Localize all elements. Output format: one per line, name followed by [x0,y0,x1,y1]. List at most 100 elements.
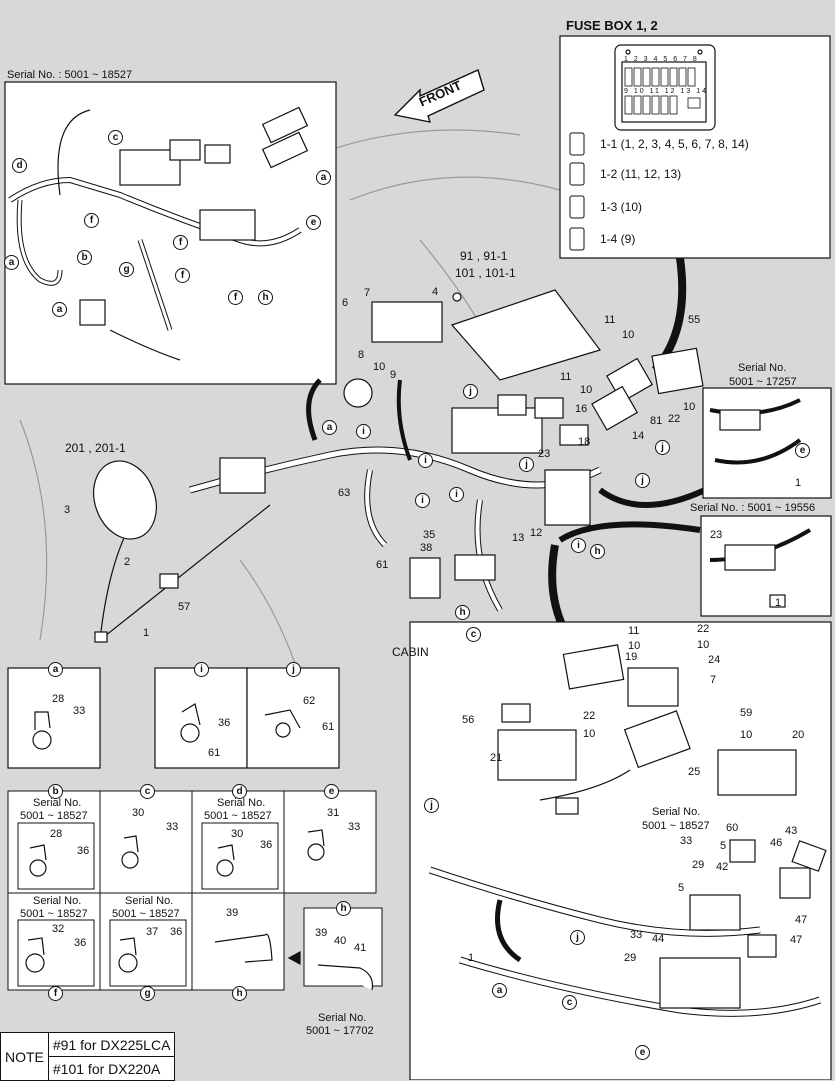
callout-j: j [570,930,585,945]
part-6: 6 [342,297,349,309]
fuse-bottom-numbers: 9 10 11 12 13 14 [624,88,709,95]
part-33: 33 [630,929,643,941]
part-60: 60 [726,822,739,834]
callout-h-box2: h [336,901,351,916]
part-35: 35 [423,529,436,541]
part-10: 10 [628,640,641,652]
part-63: 63 [338,487,351,499]
part-11: 11 [560,371,572,383]
callout-d: d [12,158,27,173]
serial-f-a: Serial No. [33,895,82,907]
part-5: 5 [720,840,727,852]
part-30: 30 [132,807,145,819]
part-36: 36 [170,926,183,938]
part-57: 57 [178,601,191,613]
fuse-box-title: FUSE BOX 1, 2 [566,18,658,33]
part-2: 2 [124,556,131,568]
part-1: 1 [795,477,802,489]
part-40: 40 [334,935,347,947]
callout-j: j [635,473,650,488]
part-81: 81 [650,415,663,427]
part-36: 36 [74,937,87,949]
serial-h-b: 5001 ~ 17702 [306,1025,374,1037]
callout-c: c [562,995,577,1010]
callout-a: a [322,420,337,435]
part-39: 39 [315,927,328,939]
part-10: 10 [580,384,593,396]
part-32: 32 [52,923,65,935]
part-1: 1 [468,952,475,964]
part-46: 46 [770,837,783,849]
callout-c: c [466,627,481,642]
inset-right-1 [702,387,832,499]
part-7: 7 [710,674,717,686]
part-12: 12 [530,527,543,539]
part-59: 59 [740,707,753,719]
note-label: NOTE [0,1032,49,1081]
part-18: 18 [578,436,591,448]
serial-br-a: Serial No. [652,806,701,818]
part-28: 28 [50,828,63,840]
part-23: 23 [710,529,723,541]
part-14: 14 [632,430,645,442]
part-55: 55 [688,314,701,326]
part-33: 33 [73,705,86,717]
part-29: 29 [624,952,637,964]
callout-i: i [449,487,464,502]
part-25: 25 [688,766,701,778]
part-36: 36 [77,845,90,857]
part-16: 16 [575,403,588,415]
callout-a: a [4,255,19,270]
part-56: 56 [462,714,475,726]
callout-e-box: e [324,784,339,799]
part-22: 22 [583,710,596,722]
speaker-label: 201 , 201-1 [65,441,126,455]
callout-h-box: h [232,986,247,1001]
ecu-label-1: 91 , 91-1 [460,249,508,263]
serial-d-b: 5001 ~ 18527 [204,810,272,822]
callout-h: h [455,605,470,620]
part-47: 47 [795,914,808,926]
serial-b-a: Serial No. [33,797,82,809]
cabin-label: CABIN [392,645,429,659]
part-11: 11 [628,625,640,637]
callout-j: j [424,798,439,813]
callout-f: f [175,268,190,283]
part-41: 41 [354,942,367,954]
part-10: 10 [622,329,635,341]
part-22: 22 [697,623,710,635]
callout-f-box: f [48,986,63,1001]
serial-b-b: 5001 ~ 18527 [20,810,88,822]
part-10: 10 [740,729,753,741]
callout-b-box: b [48,784,63,799]
part-13: 13 [512,532,525,544]
part-37: 37 [146,926,159,938]
part-4: 4 [432,286,439,298]
part-22: 22 [668,413,681,425]
fuse-row-1-1: 1-1 (1, 2, 3, 4, 5, 6, 7, 8, 14) [600,137,749,151]
inset-bottom-right [409,621,832,1080]
part-61: 61 [322,721,335,733]
callout-i: i [356,424,371,439]
part-42: 42 [716,861,729,873]
callout-c: c [108,130,123,145]
part-44: 44 [652,933,665,945]
callout-j: j [655,440,670,455]
callout-c-box: c [140,784,155,799]
callout-i: i [418,453,433,468]
part-61: 61 [376,559,389,571]
part-33: 33 [348,821,361,833]
callout-g-box: g [140,986,155,1001]
callout-d-box: d [232,784,247,799]
serial-br-b: 5001 ~ 18527 [642,820,710,832]
radio-unit [371,301,443,343]
serial-f-b: 5001 ~ 18527 [20,908,88,920]
note-line-1: #91 for DX225LCA [47,1032,176,1057]
callout-i-box: i [194,662,209,677]
part-20: 20 [792,729,805,741]
part-5: 5 [678,882,685,894]
callout-j: j [519,457,534,472]
part-10: 10 [697,639,710,651]
callout-f: f [84,213,99,228]
